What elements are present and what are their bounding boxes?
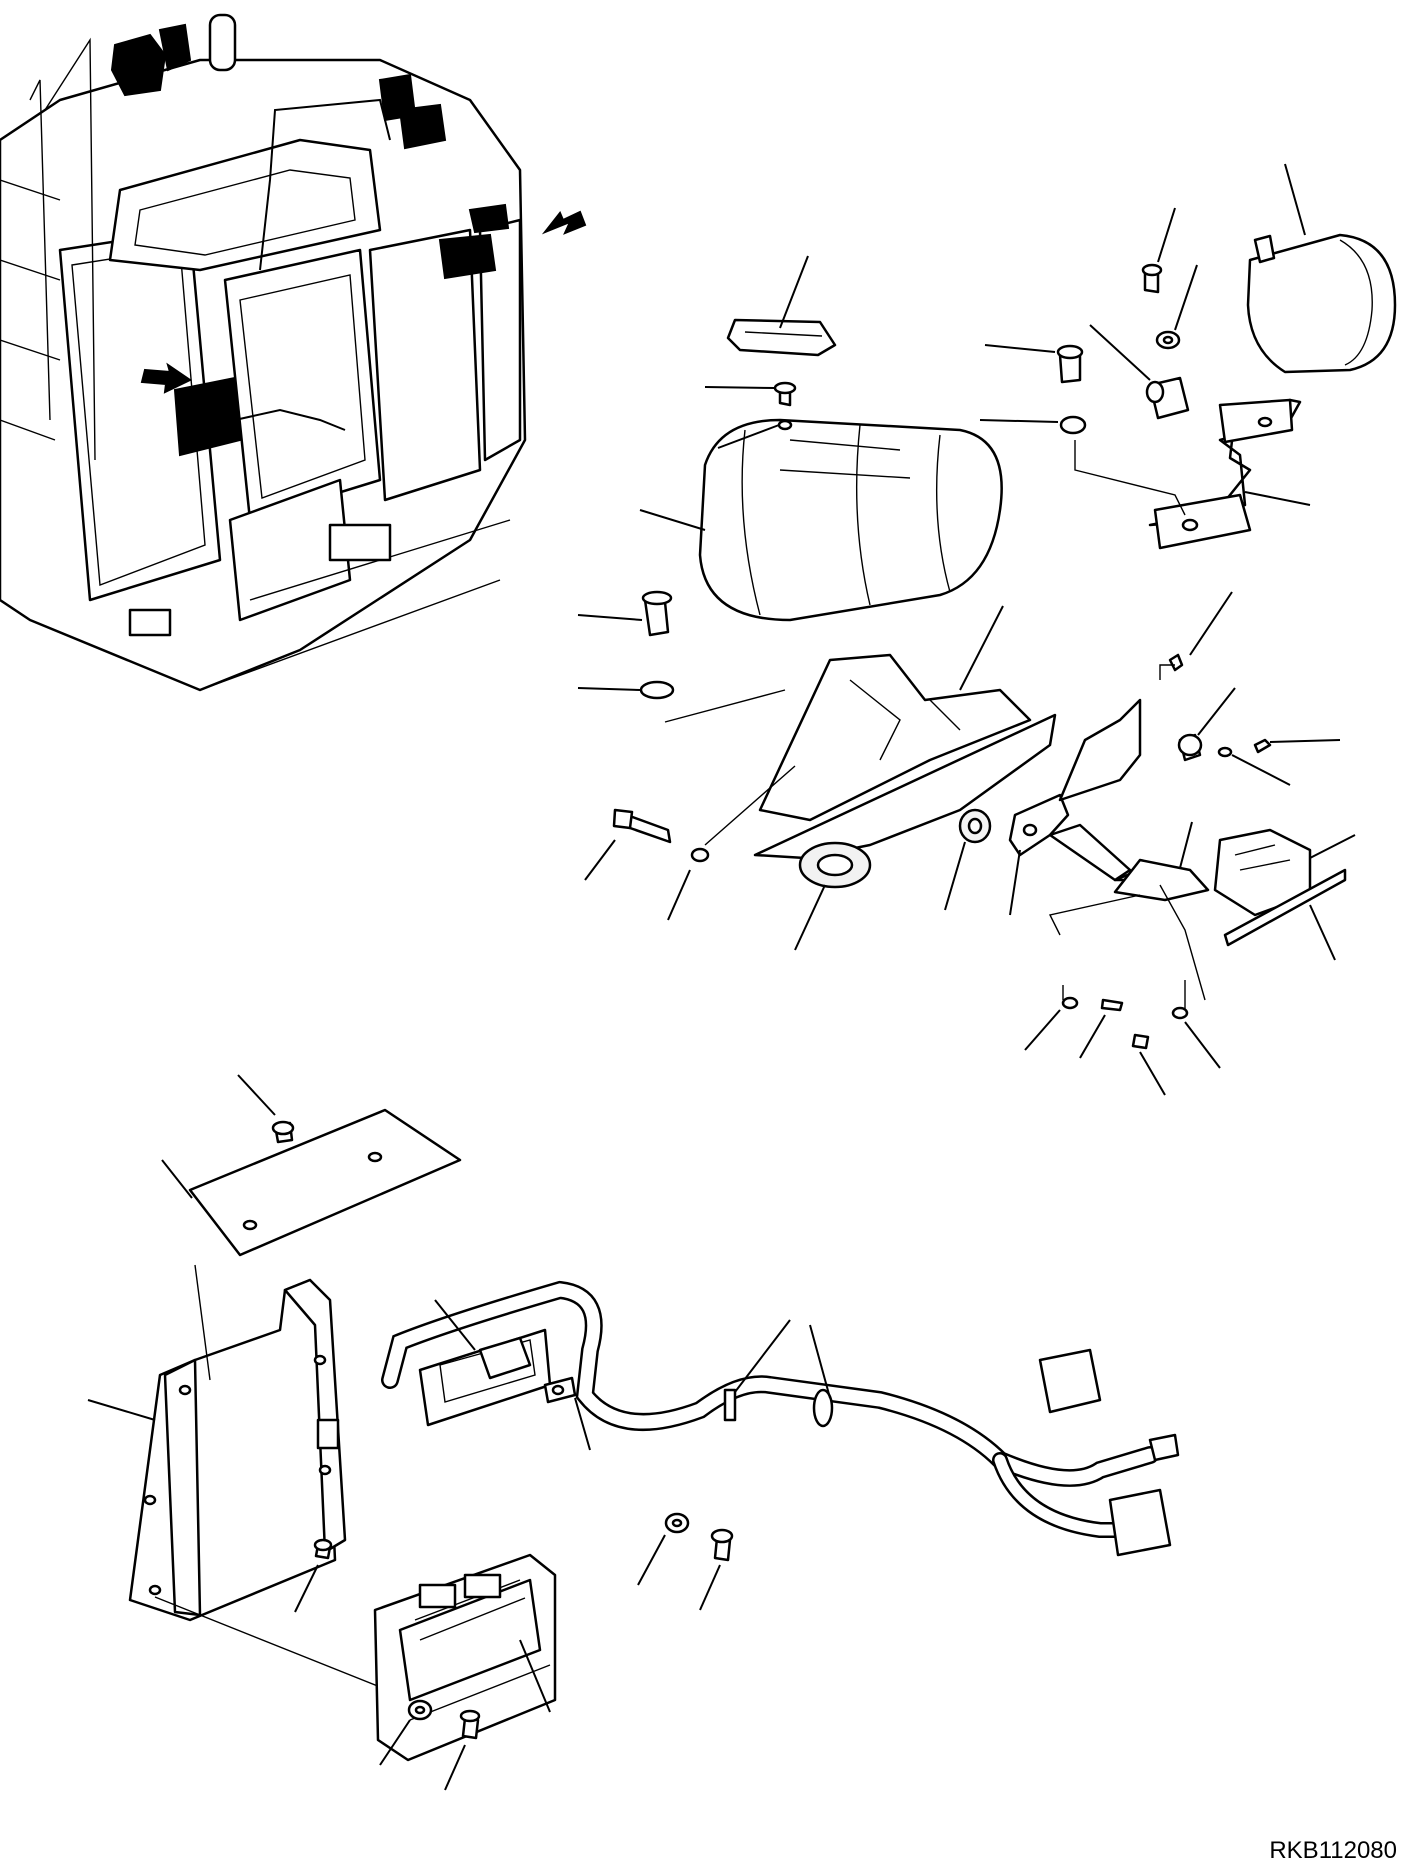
lamp-assembly [577, 255, 1057, 951]
drawing-code: RKB112080 [1269, 1837, 1397, 1864]
wiring-harness-assembly [381, 1280, 1180, 1611]
controller-bracket-assembly [1008, 591, 1356, 1096]
ecu-mounting-assembly [87, 1074, 557, 1791]
work-lamp-assembly [979, 163, 1397, 550]
cab-overview [0, 13, 587, 692]
